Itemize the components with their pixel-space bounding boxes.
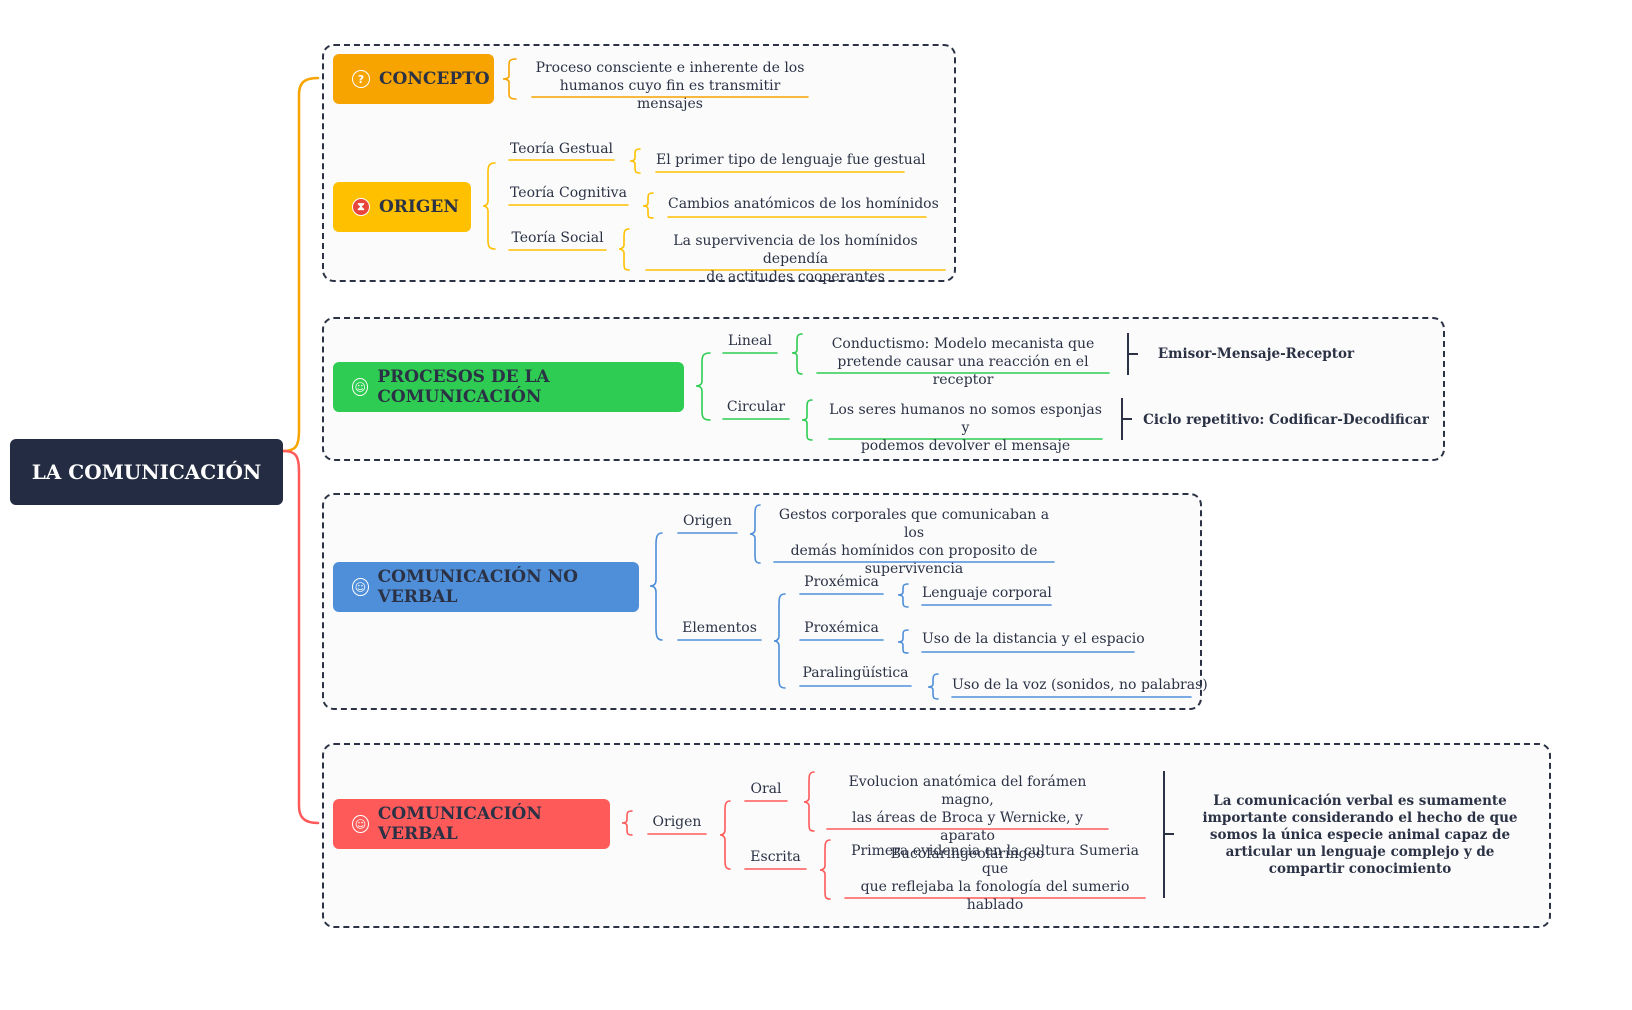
topic-no-verbal[interactable]: ☺ COMUNICACIÓN NO VERBAL bbox=[333, 562, 639, 612]
procesos-item-detail: Los seres humanos no somos esponjas y po… bbox=[829, 402, 1102, 454]
origen-item-label[interactable]: Teoría Social bbox=[511, 230, 604, 246]
verbal-item-detail: Evolucion anatómica del forámen magno, l… bbox=[848, 774, 1087, 862]
verbal-item-detail: Primera evidencia en la cultura Sumeria … bbox=[851, 843, 1139, 913]
verbal-summary: La comunicación verbal es sumamente impo… bbox=[1202, 793, 1518, 877]
question-icon: ? bbox=[352, 70, 370, 88]
verbal-origen-label[interactable]: Origen bbox=[652, 814, 702, 830]
origen-item-detail: El primer tipo de lenguaje fue gestual bbox=[656, 152, 926, 168]
topic-procesos[interactable]: ☺ PROCESOS DE LA COMUNICACIÓN bbox=[333, 362, 684, 412]
topic-origen[interactable]: ⧗ ORIGEN bbox=[333, 182, 471, 232]
procesos-item-summary: Emisor-Mensaje-Receptor bbox=[1157, 346, 1355, 362]
topic-procesos-label: PROCESOS DE LA COMUNICACIÓN bbox=[377, 367, 550, 407]
root-title: LA COMUNICACIÓN bbox=[31, 460, 262, 484]
procesos-item-summary: Ciclo repetitivo: Codificar-Decodificar bbox=[1143, 412, 1429, 428]
hourglass-icon: ⧗ bbox=[352, 198, 370, 216]
origen-item-label[interactable]: Teoría Cognitiva bbox=[510, 185, 627, 201]
topic-no-verbal-label: COMUNICACIÓN NO VERBAL bbox=[377, 567, 578, 607]
procesos-item-label[interactable]: Circular bbox=[726, 399, 786, 415]
no-verbal-elementos-label[interactable]: Elementos bbox=[682, 620, 757, 636]
topic-concepto-label: CONCEPTO bbox=[379, 69, 490, 89]
elemento-label[interactable]: Paralingüística bbox=[802, 665, 909, 681]
elemento-label[interactable]: Proxémica bbox=[804, 574, 879, 590]
elemento-detail: Lenguaje corporal bbox=[922, 585, 1052, 601]
elemento-detail: Uso de la distancia y el espacio bbox=[922, 631, 1145, 647]
origen-item-detail: Cambios anatómicos de los homínidos bbox=[668, 196, 939, 212]
people-icon: ☺ bbox=[352, 378, 369, 396]
verbal-item-label[interactable]: Oral bbox=[750, 781, 782, 797]
procesos-item-detail: Conductismo: Modelo mecanista que preten… bbox=[831, 336, 1095, 388]
verbal-item-label[interactable]: Escrita bbox=[750, 849, 801, 865]
person-icon: ☺ bbox=[352, 815, 369, 833]
procesos-item-label[interactable]: Lineal bbox=[728, 333, 772, 349]
origen-item-detail: La supervivencia de los homínidos depend… bbox=[673, 233, 918, 285]
no-verbal-origen-detail: Gestos corporales que comunicaban a los … bbox=[778, 507, 1050, 577]
topic-verbal-label: COMUNICACIÓN VERBAL bbox=[377, 804, 542, 844]
elemento-detail: Uso de la voz (sonidos, no palabras) bbox=[952, 677, 1208, 693]
topic-origen-label: ORIGEN bbox=[379, 197, 459, 217]
person-icon: ☺ bbox=[352, 578, 369, 596]
topic-verbal[interactable]: ☺ COMUNICACIÓN VERBAL bbox=[333, 799, 610, 849]
topic-concepto[interactable]: ? CONCEPTO bbox=[333, 54, 494, 104]
concepto-text: Proceso consciente e inherente de los hu… bbox=[535, 60, 805, 112]
no-verbal-origen-label[interactable]: Origen bbox=[683, 513, 732, 529]
origen-item-label[interactable]: Teoría Gestual bbox=[509, 141, 614, 157]
root-topic[interactable]: LA COMUNICACIÓN bbox=[10, 439, 283, 505]
elemento-label[interactable]: Proxémica bbox=[804, 620, 879, 636]
